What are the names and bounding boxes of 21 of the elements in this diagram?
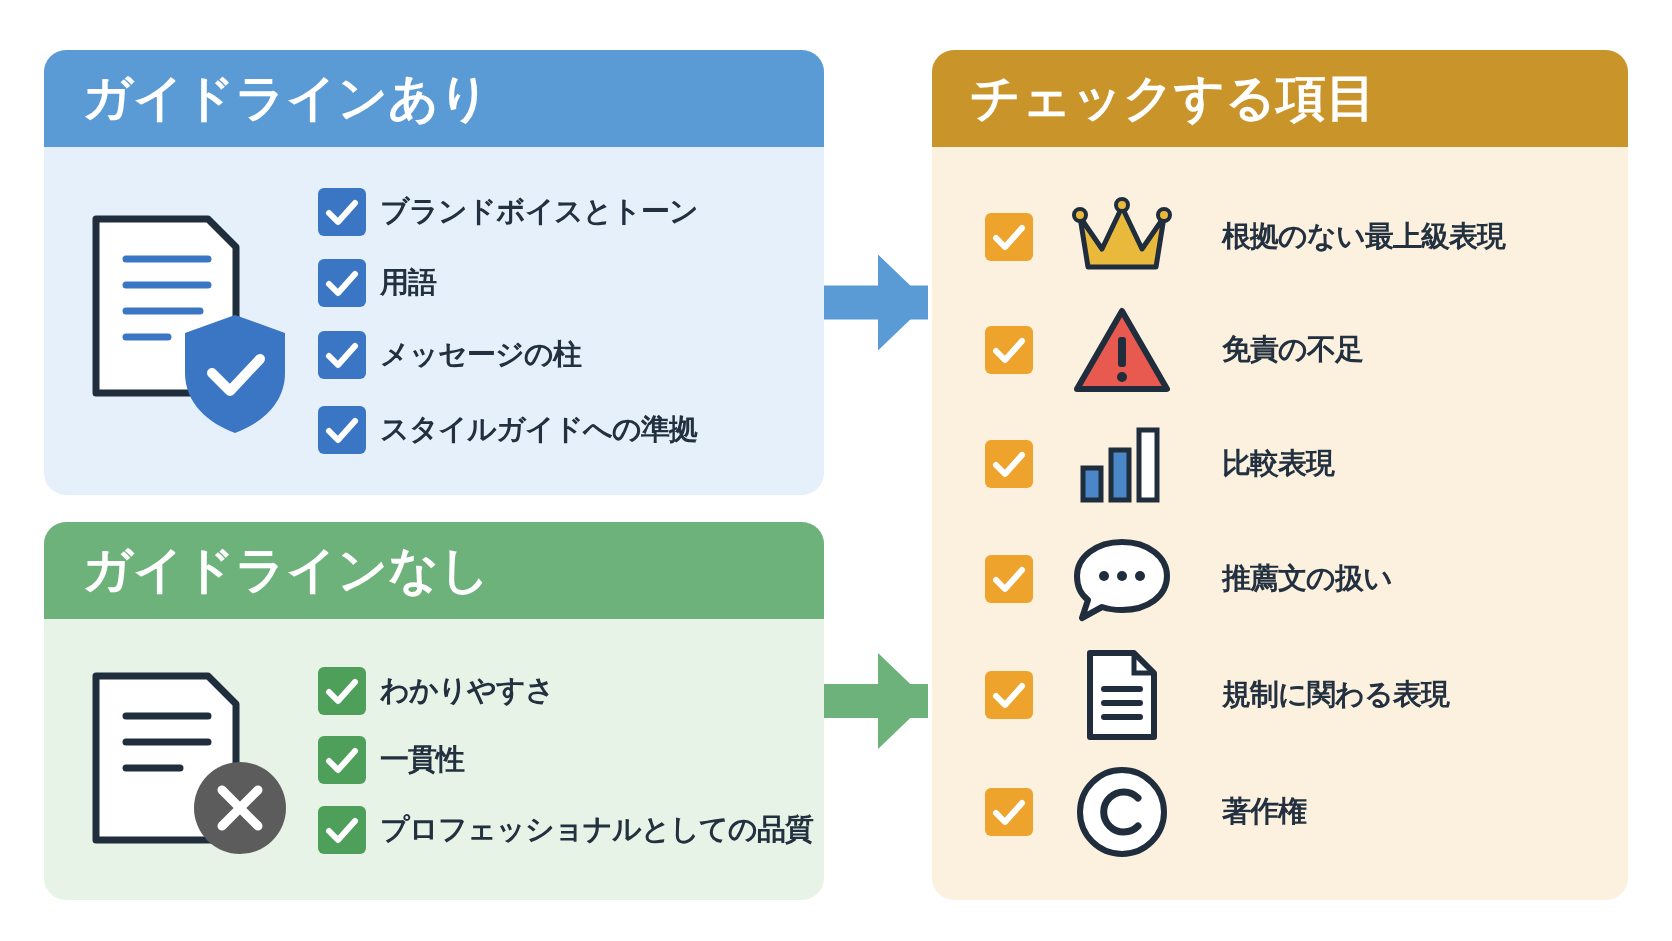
checklist-item: ブランドボイスとトーン bbox=[380, 193, 698, 230]
panel-title: ガイドラインなし bbox=[44, 522, 824, 619]
card-background bbox=[932, 50, 1628, 900]
card-background bbox=[44, 50, 824, 495]
checklist-item: 用語 bbox=[380, 264, 436, 301]
checklist-item: 推薦文の扱い bbox=[1222, 560, 1392, 597]
checklist-item: メッセージの柱 bbox=[380, 336, 581, 373]
arrow bbox=[824, 653, 928, 749]
checklist-item: 著作権 bbox=[1222, 793, 1306, 830]
arrow bbox=[824, 254, 928, 351]
panel-title: チェックする項目 bbox=[932, 50, 1628, 147]
checklist-item: 一貫性 bbox=[380, 741, 464, 778]
checklist-item: 免責の不足 bbox=[1222, 331, 1363, 368]
checklist-item: スタイルガイドへの準拠 bbox=[380, 411, 697, 448]
checklist-item: 比較表現 bbox=[1222, 445, 1334, 482]
checklist-item: プロフェッショナルとしての品質 bbox=[380, 811, 813, 848]
checklist-item: 根拠のない最上級表現 bbox=[1222, 218, 1505, 255]
panel-title: ガイドラインあり bbox=[44, 50, 824, 147]
checklist-item: わかりやすさ bbox=[380, 672, 554, 709]
checklist-item: 規制に関わる表現 bbox=[1222, 676, 1449, 713]
card-background bbox=[44, 522, 824, 900]
